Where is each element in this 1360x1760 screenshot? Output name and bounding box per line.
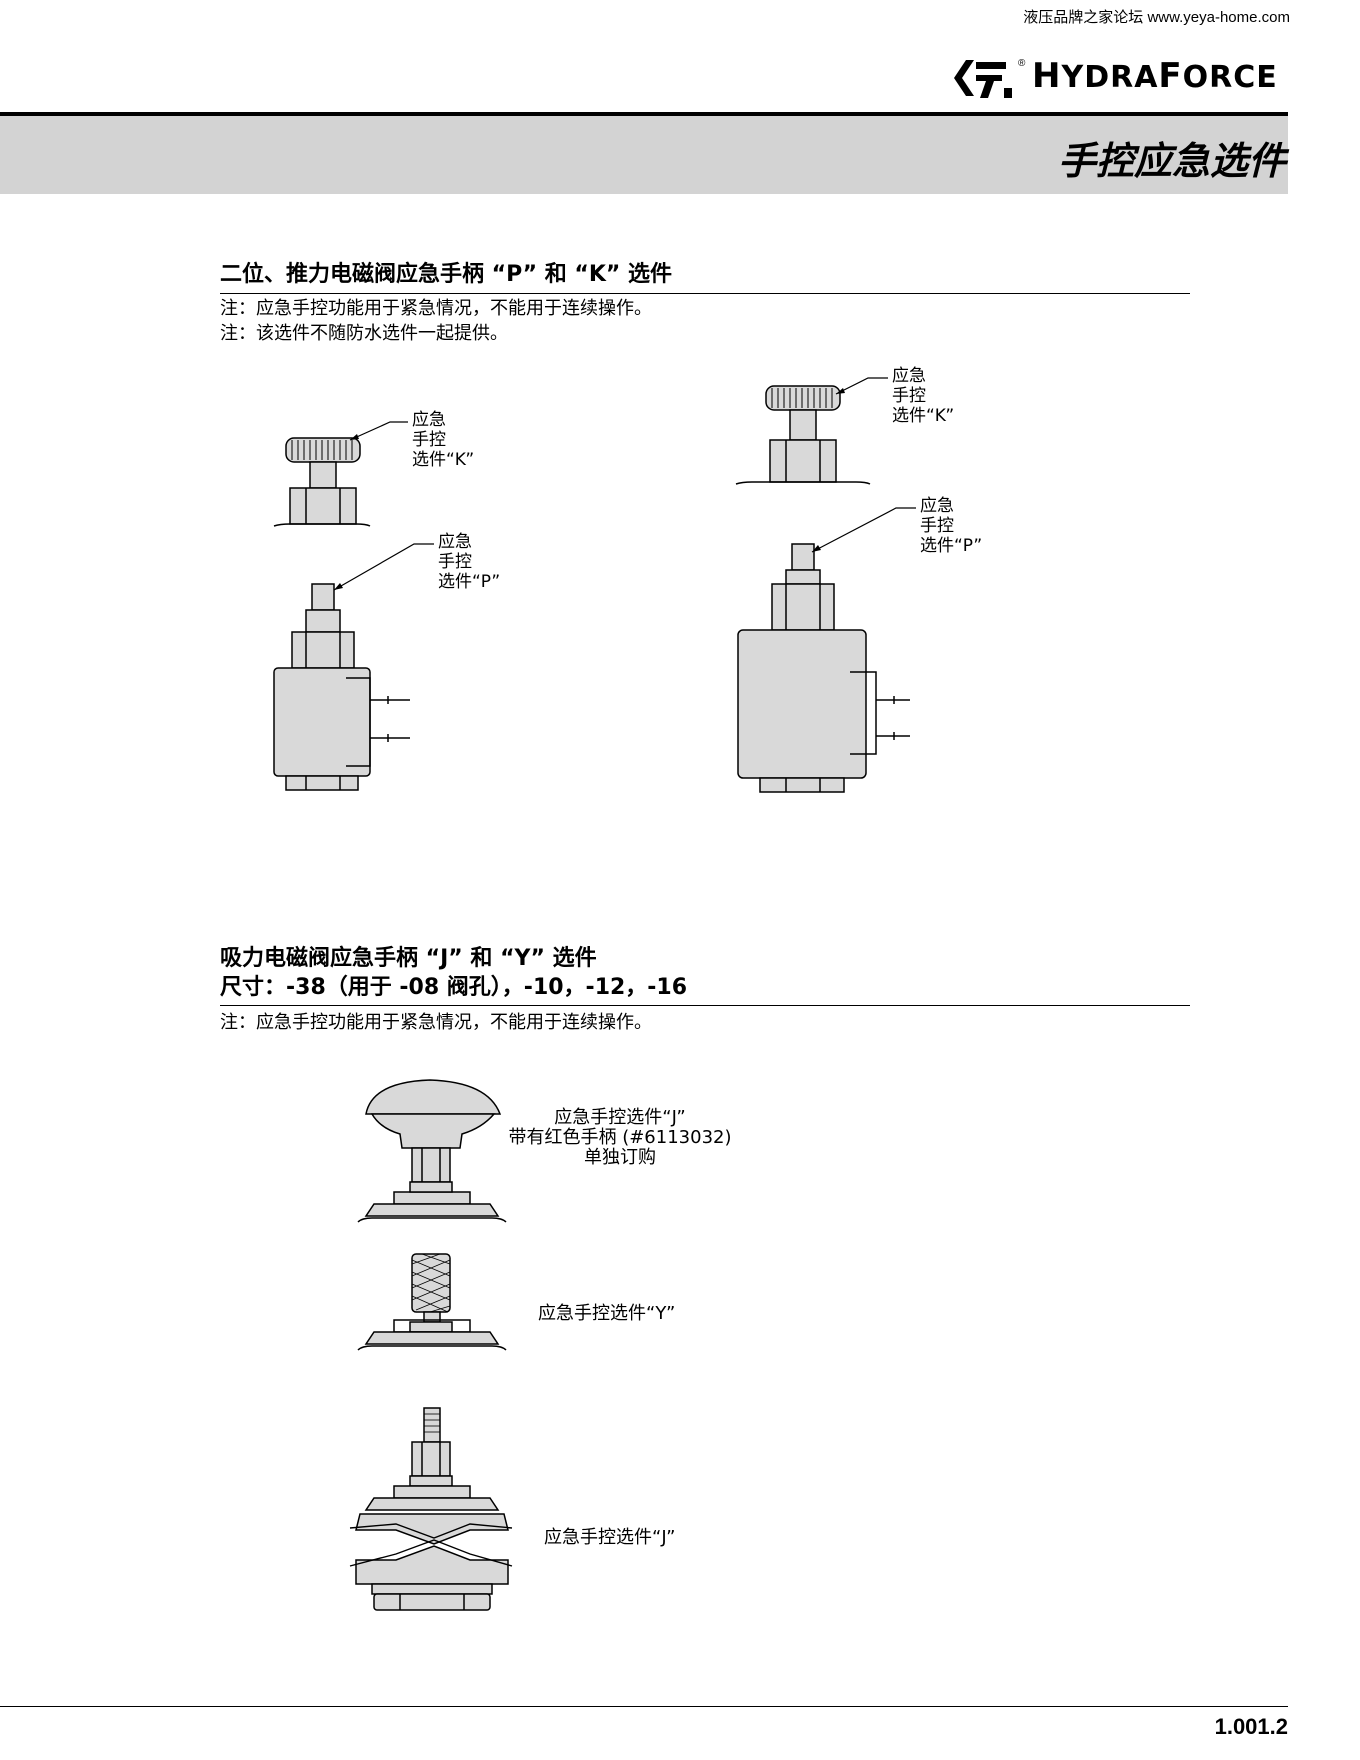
page-number: 1.001.2 <box>1214 1714 1288 1739</box>
right-p-leader <box>811 507 916 553</box>
title-band <box>0 116 1288 194</box>
section2-title-line1: 吸力电磁阀应急手柄 “J” 和 “Y” 选件 <box>220 946 597 971</box>
registered-mark: ® <box>1018 58 1026 69</box>
section1-rule <box>220 293 1190 294</box>
page-title: 手控应急选件 <box>1057 139 1286 183</box>
left-k-callout: 应急 手控 选件“K” <box>412 410 475 470</box>
right-p-callout: 应急 手控 选件“P” <box>920 496 983 556</box>
right-p-coil-drawing <box>737 543 910 793</box>
left-k-knob-drawing <box>273 437 371 527</box>
section1-note-1: 注：应急手控功能用于紧急情况，不能用于连续操作。 <box>220 298 652 319</box>
right-k-callout: 应急 手控 选件“K” <box>892 366 955 426</box>
logo-letter-h: H <box>1032 56 1062 96</box>
logo-letter-f: F <box>1158 56 1183 96</box>
left-p-callout: 应急 手控 选件“P” <box>438 532 501 592</box>
right-k-leader <box>835 377 888 395</box>
logo-letters-orce: ORCE <box>1182 60 1278 95</box>
j-handle-drawing <box>357 1079 507 1223</box>
section1-note-2: 注：该选件不随防水选件一起提供。 <box>220 323 508 344</box>
section2-note-1: 注：应急手控功能用于紧急情况，不能用于连续操作。 <box>220 1012 652 1033</box>
left-p-coil-drawing <box>273 583 410 791</box>
j-bare-callout: 应急手控选件“J” <box>544 1527 676 1548</box>
section1-title: 二位、推力电磁阀应急手柄 “P” 和 “K” 选件 <box>220 262 673 287</box>
footer-rule <box>0 1706 1288 1707</box>
left-p-leader <box>333 543 434 591</box>
left-k-leader <box>349 421 408 441</box>
right-k-knob-drawing <box>735 385 871 485</box>
header-rule <box>0 112 1288 116</box>
section2-title-line2: 尺寸：-38（用于 -08 阀孔），-10，-12，-16 <box>220 975 688 1000</box>
y-callout: 应急手控选件“Y” <box>538 1303 676 1324</box>
section2-rule <box>220 1005 1190 1006</box>
logo-letters-ydra: YDRA <box>1061 60 1159 95</box>
y-knurled-drawing <box>357 1253 507 1351</box>
site-url-text: 液压品牌之家论坛 www.yeya-home.com <box>1023 9 1290 26</box>
hydraforce-logo-icon <box>954 60 1012 98</box>
j-handle-callout: 应急手控选件“J” 带有红色手柄 (#6113032) 单独订购 <box>508 1107 732 1168</box>
j-bare-drawing <box>355 1407 509 1611</box>
hydraforce-wordmark: HYDRAFORCE <box>1032 56 1278 96</box>
